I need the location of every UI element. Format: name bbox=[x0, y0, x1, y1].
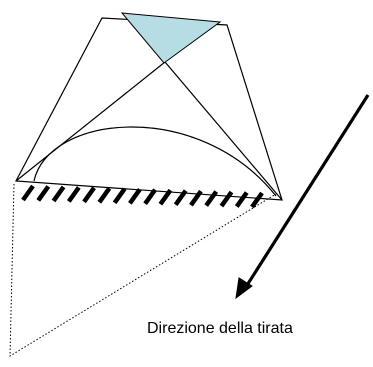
hatch-mark bbox=[219, 190, 234, 208]
arrow-shaft bbox=[242, 94, 370, 291]
hatch-mark bbox=[158, 188, 173, 206]
hatch-mark bbox=[112, 187, 127, 205]
hatch-mark bbox=[97, 187, 112, 204]
hatch-mark bbox=[51, 185, 66, 203]
hatch-mark bbox=[250, 191, 264, 209]
dome-arc bbox=[33, 126, 277, 197]
hatch-mark bbox=[189, 189, 203, 207]
hatch-marks bbox=[21, 184, 264, 209]
cone-lines bbox=[15, 61, 283, 201]
arrow-caption: Direzione della tirata bbox=[147, 320, 293, 337]
hatch-mark bbox=[173, 189, 188, 206]
hatch-mark bbox=[36, 185, 51, 202]
hatch-mark bbox=[143, 188, 157, 206]
hatch-mark bbox=[128, 187, 142, 205]
hatch-mark bbox=[21, 184, 35, 202]
dotted-projection bbox=[9, 183, 277, 357]
hatch-mark bbox=[82, 186, 96, 204]
blue-triangle bbox=[120, 12, 222, 64]
hatch-mark bbox=[204, 190, 219, 207]
hatch-mark bbox=[66, 186, 81, 203]
hatch-mark bbox=[234, 191, 249, 208]
arrow-head bbox=[235, 277, 253, 300]
